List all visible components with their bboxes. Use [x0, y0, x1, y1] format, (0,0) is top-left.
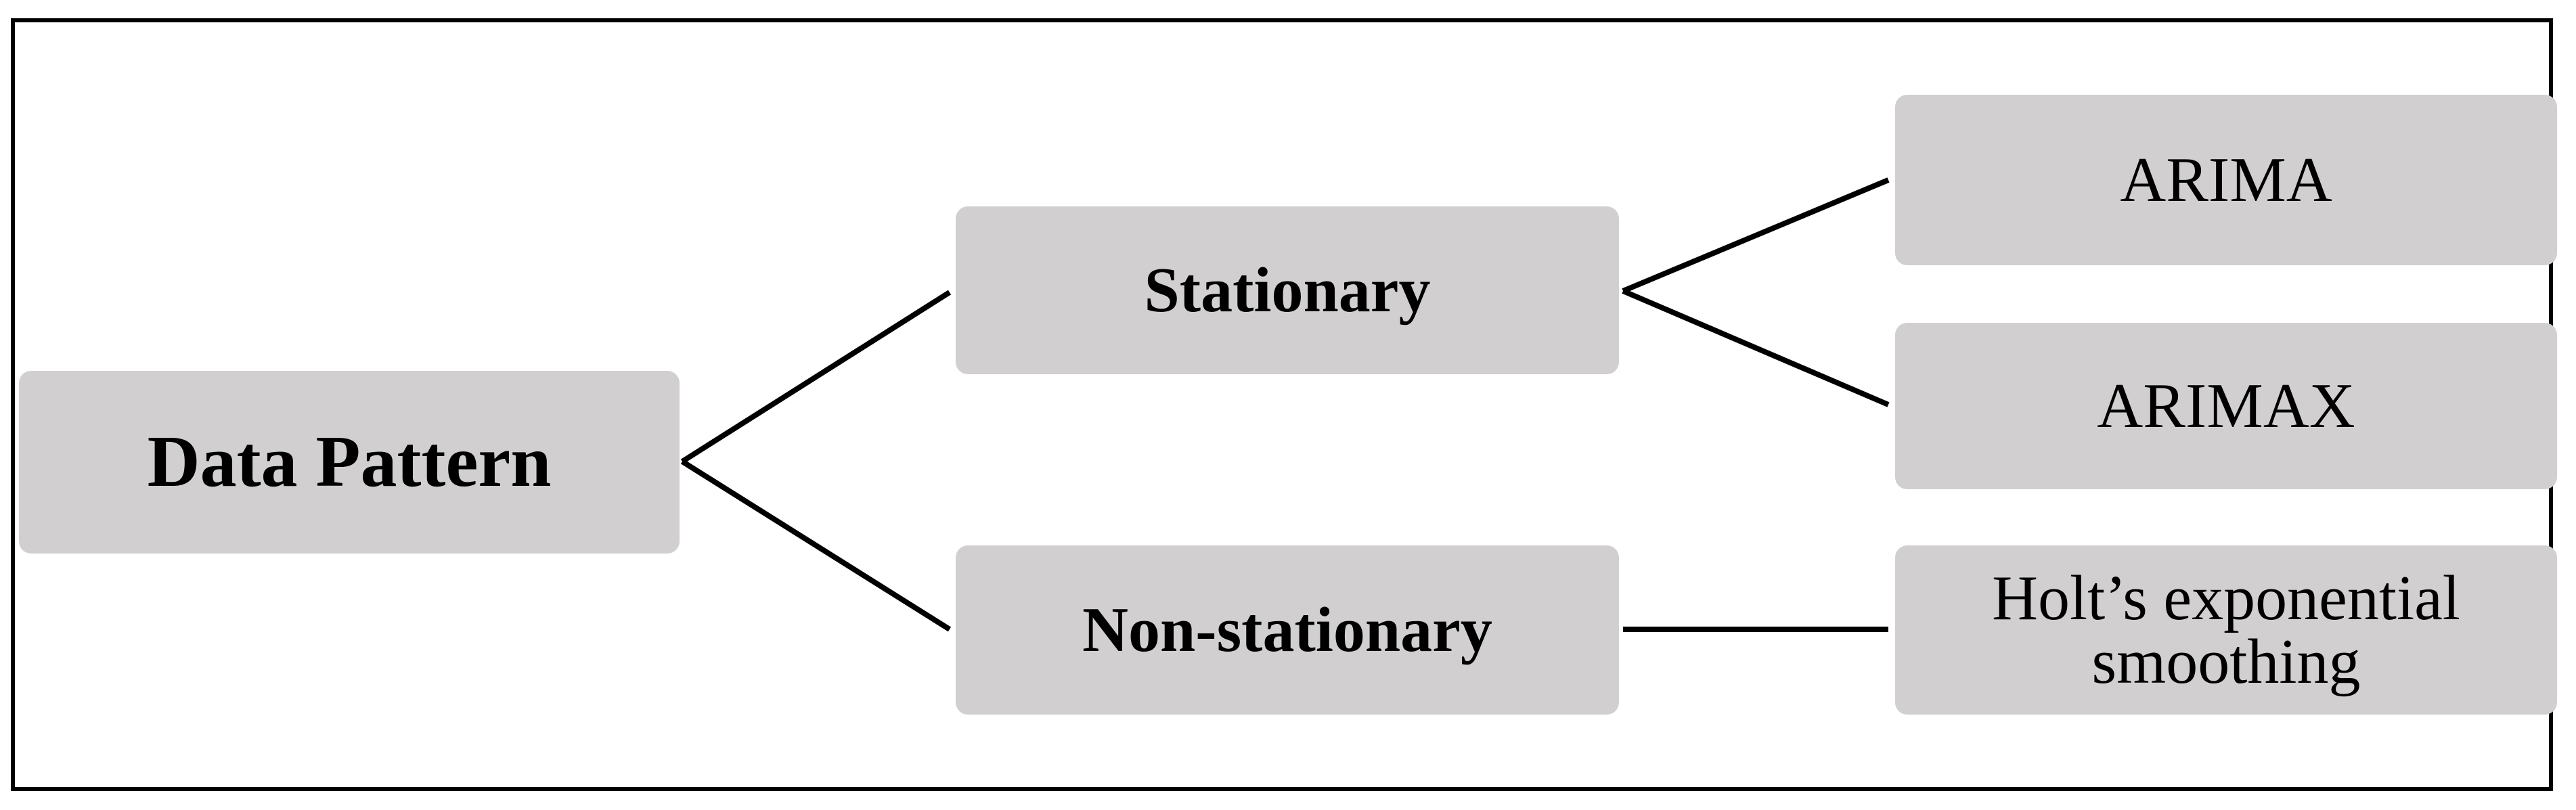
node-stationary-label: Stationary	[1144, 255, 1431, 325]
edge-stationary-arima	[1622, 177, 1890, 294]
node-stationary: Stationary	[956, 206, 1619, 374]
edge-root-nonstationary	[680, 459, 952, 632]
node-arimax-label: ARIMAX	[2097, 371, 2355, 441]
node-holt-exponential-smoothing: Holt’s exponential smoothing	[1895, 545, 2557, 715]
node-non-stationary-label: Non-stationary	[1082, 595, 1492, 665]
node-non-stationary: Non-stationary	[956, 545, 1619, 715]
node-arima-label: ARIMA	[2120, 145, 2332, 215]
node-data-pattern-label: Data Pattern	[147, 422, 552, 502]
node-holt-label: Holt’s exponential smoothing	[1992, 563, 2460, 697]
edge-root-stationary	[680, 290, 952, 464]
edge-stationary-arimax	[1622, 288, 1890, 407]
node-arimax: ARIMAX	[1895, 323, 2557, 489]
node-data-pattern: Data Pattern	[19, 371, 680, 554]
node-arima: ARIMA	[1895, 95, 2557, 265]
